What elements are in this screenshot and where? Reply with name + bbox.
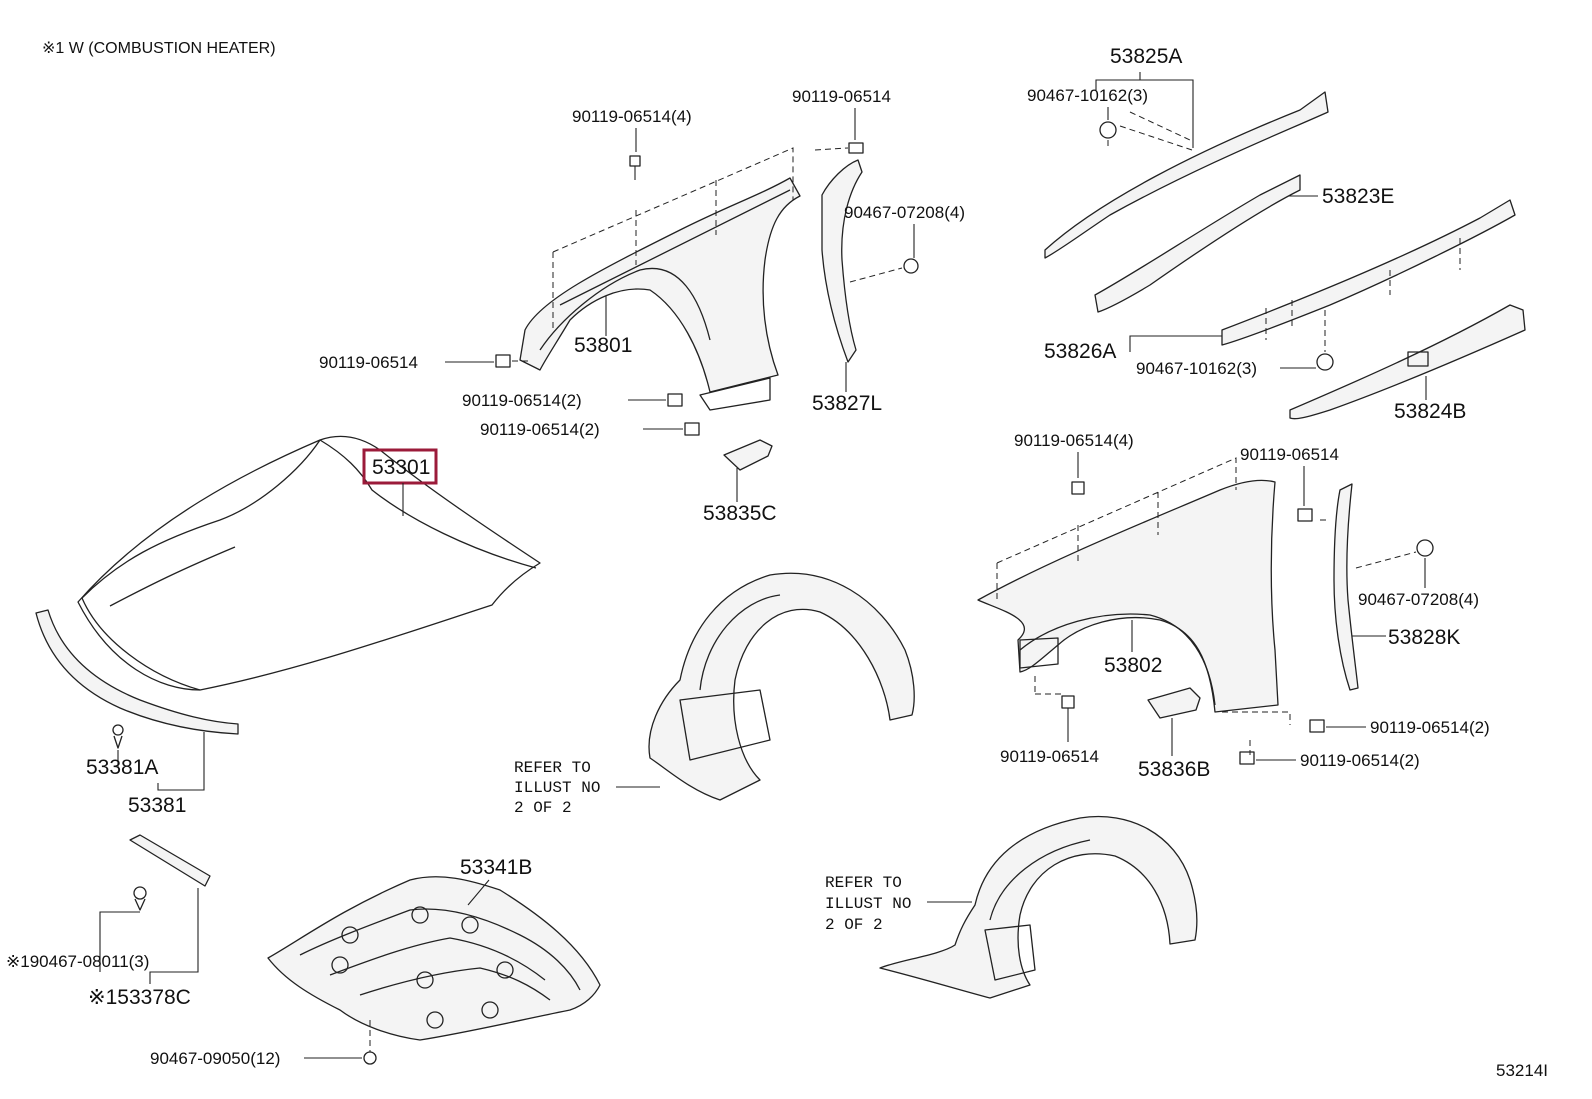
part-53835C-label[interactable]: 53835C xyxy=(703,502,777,525)
part-90119-06514-right-label[interactable]: 90119-06514 xyxy=(1240,445,1339,464)
part-90119-06514-2c-label[interactable]: 90119-06514(2) xyxy=(1370,718,1490,737)
bolt-icon xyxy=(495,354,511,368)
seal-53828K-drawing xyxy=(1333,483,1359,691)
wheel-liner-right-drawing xyxy=(879,815,1198,999)
cowl-53826A-drawing xyxy=(1221,199,1516,346)
bracket-53378C-drawing xyxy=(129,834,211,911)
clip-icon xyxy=(1099,121,1117,139)
combustion-heater-note: ※1 W (COMBUSTION HEATER) xyxy=(42,40,276,57)
figure-id: 53214I xyxy=(1496,1061,1548,1080)
part-53828K-label[interactable]: 53828K xyxy=(1388,626,1460,649)
cowl-53824B-drawing xyxy=(1289,304,1526,420)
bolt-icon xyxy=(1297,508,1313,522)
part-53836B-label[interactable]: 53836B xyxy=(1138,758,1210,781)
part-53802-label[interactable]: 53802 xyxy=(1104,654,1162,677)
part-90119-06514-top-label[interactable]: 90119-06514 xyxy=(792,87,891,106)
cowl-53823E-drawing xyxy=(1094,174,1301,313)
part-90467-10162-3a-label[interactable]: 90467-10162(3) xyxy=(1027,86,1148,105)
clip-icon xyxy=(1416,539,1434,557)
refer-right-line3: 2 OF 2 xyxy=(825,916,883,934)
leader-90467-08011 xyxy=(99,911,140,972)
part-90119-06514-2d-label[interactable]: 90119-06514(2) xyxy=(1300,751,1420,770)
part-53824B-label[interactable]: 53824B xyxy=(1394,400,1466,423)
bracket-53836B-drawing xyxy=(1147,687,1201,719)
refer-right-line2: ILLUST NO xyxy=(825,895,911,913)
bolt-icon xyxy=(1239,751,1255,765)
part-53381-label[interactable]: 53381 xyxy=(128,794,186,817)
leader-53341B xyxy=(467,879,490,906)
part-90467-10162-3b-label[interactable]: 90467-10162(3) xyxy=(1136,359,1257,378)
part-90467-07208-4b-label[interactable]: 90467-07208(4) xyxy=(1358,590,1479,609)
bolt-icon xyxy=(1309,719,1325,733)
bolt-icon xyxy=(684,422,700,436)
part-90119-06514-4b-label[interactable]: 90119-06514(4) xyxy=(1014,431,1134,450)
part-53825A-label[interactable]: 53825A xyxy=(1110,45,1182,68)
part-53301-highlight-box[interactable] xyxy=(362,448,438,485)
wheel-liner-left-drawing xyxy=(648,572,915,801)
bracket-53835C-drawing xyxy=(723,439,773,471)
seal-53827L-drawing xyxy=(821,159,863,363)
refer-left-line1: REFER TO xyxy=(514,759,591,777)
leader-53381 xyxy=(157,732,205,791)
part-90119-06514-left-label[interactable]: 90119-06514 xyxy=(319,353,418,372)
cowl-53825A-drawing xyxy=(1044,91,1329,259)
part-90119-06514-2a-label[interactable]: 90119-06514(2) xyxy=(462,391,582,410)
bolt-icon xyxy=(629,155,641,167)
part-53341B-label[interactable]: 53341B xyxy=(460,856,532,879)
bolt-icon xyxy=(848,142,864,154)
part-90119-06514-bottom-label[interactable]: 90119-06514 xyxy=(1000,747,1099,766)
clip-icon xyxy=(903,258,919,274)
hood-insulator-53341B-drawing xyxy=(267,876,601,1065)
part-53301-label[interactable]: 53301 xyxy=(372,456,430,479)
part-90119-06514-2b-label[interactable]: 90119-06514(2) xyxy=(480,420,600,439)
hood-panel-drawing xyxy=(77,435,541,691)
refer-left-line3: 2 OF 2 xyxy=(514,799,572,817)
part-53826A-label[interactable]: 53826A xyxy=(1044,340,1116,363)
part-53827L-label[interactable]: 53827L xyxy=(812,392,882,415)
fender-53801-drawing xyxy=(519,177,801,411)
part-90467-09050-label[interactable]: 90467-09050(12) xyxy=(150,1049,280,1068)
hood-seal-drawing xyxy=(35,609,239,749)
refer-right-line1: REFER TO xyxy=(825,874,902,892)
part-53378C-label[interactable]: ※153378C xyxy=(88,986,191,1009)
bolt-icon xyxy=(1071,481,1085,495)
bolt-icon xyxy=(1061,695,1075,709)
leader-53378C xyxy=(149,888,199,984)
clip-icon xyxy=(1316,353,1334,371)
part-90119-06514-4a-label[interactable]: 90119-06514(4) xyxy=(572,107,692,126)
fender-53802-drawing xyxy=(977,479,1279,713)
part-53801-label[interactable]: 53801 xyxy=(574,334,632,357)
bolt-icon xyxy=(667,393,683,407)
part-90467-08011-label[interactable]: ※190467-08011(3) xyxy=(6,952,149,971)
part-53381A-label[interactable]: 53381A xyxy=(86,756,158,779)
refer-left-line2: ILLUST NO xyxy=(514,779,600,797)
part-90467-07208-4a-label[interactable]: 90467-07208(4) xyxy=(844,203,965,222)
part-53823E-label[interactable]: 53823E xyxy=(1322,185,1394,208)
